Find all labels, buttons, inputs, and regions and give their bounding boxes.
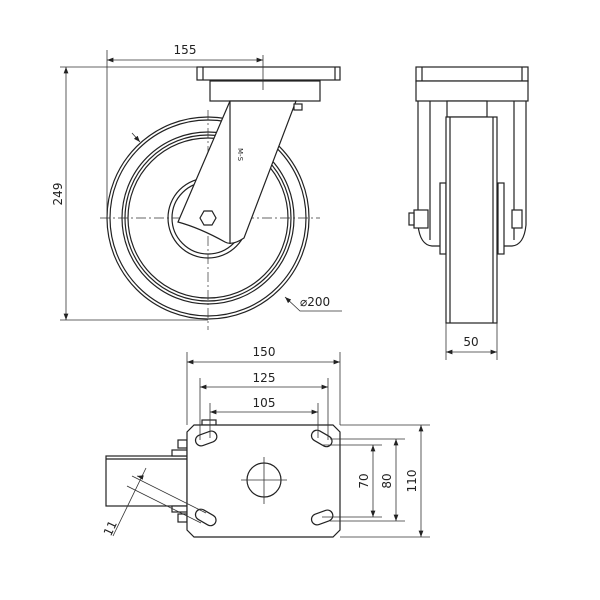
dimension-249: 249	[51, 66, 208, 321]
dimension-label: ⌀200	[300, 295, 330, 309]
mounting-slots	[194, 429, 334, 527]
dimension-label: 70	[357, 473, 371, 488]
front-view: M-S 155 249 ⌀200	[51, 43, 342, 330]
dimension-label: 110	[405, 470, 419, 493]
dimension-label: 150	[253, 345, 276, 359]
top-plate-view: 150 125 105 70 80	[101, 345, 430, 538]
dimension-label: 50	[463, 335, 478, 349]
dimension-80: 80	[330, 438, 405, 522]
dimension-155: 155	[106, 43, 264, 218]
dimension-label: 105	[253, 396, 276, 410]
mounting-plate	[196, 66, 341, 102]
dimension-105: 105	[209, 396, 319, 438]
dimension-50: 50	[445, 323, 498, 360]
dimension-150: 150	[186, 345, 341, 425]
dimension-125: 125	[199, 371, 329, 440]
dimension-70: 70	[322, 444, 382, 518]
fork-profile	[105, 455, 188, 507]
dimension-diameter: ⌀200	[131, 132, 342, 312]
fork-marking: M-S	[236, 148, 244, 162]
axle-nut	[199, 210, 217, 226]
dimension-label: 249	[51, 183, 65, 206]
swivel-bearing	[446, 100, 488, 118]
dimension-label: 155	[174, 43, 197, 57]
dimension-11: 11	[101, 467, 207, 538]
dimension-label: 80	[380, 473, 394, 488]
fork: M-S	[177, 100, 303, 244]
axle-nut	[413, 209, 429, 229]
dimension-label: 11	[101, 518, 120, 538]
mounting-plate-outline	[186, 424, 341, 538]
wheel-side	[445, 116, 498, 324]
side-view: 50	[408, 66, 529, 360]
dimension-110: 110	[340, 424, 430, 538]
dimension-label: 125	[253, 371, 276, 385]
